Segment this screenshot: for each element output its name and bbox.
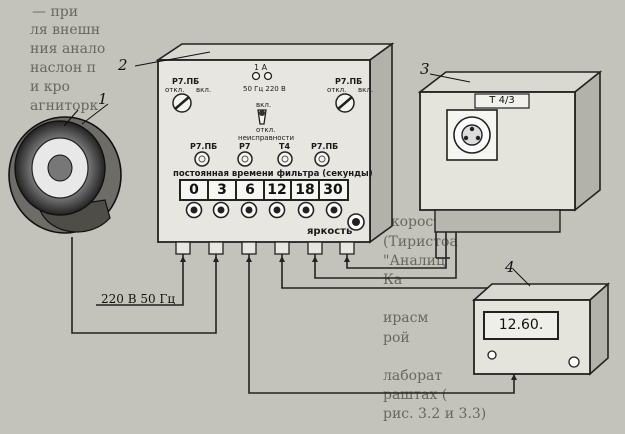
bg-text-line: лаборат [383,368,443,384]
left-switch-on-label: вкл. [196,86,212,94]
bg-text-line: ля внешн [30,22,101,38]
right-switch-off-label: откл. [327,86,347,94]
mains-label: 50 Гц 220 В [243,85,286,93]
sensor-device [8,109,122,234]
sensor-cable [71,237,217,334]
cables [71,232,575,394]
bg-text-line: рис. 3.2 и 3.3) [383,406,487,422]
bg-text-line: наслон п [30,60,96,76]
filter-button-12[interactable] [268,201,286,219]
bg-text-line: (Тиристоа [383,234,458,250]
bg-text-line: и кро [30,79,70,95]
callout-1: 1 [98,90,108,108]
callout-leaders [81,51,531,287]
power-cable [96,254,184,306]
bg-text-line: ния анало [30,41,106,57]
bg-text-line: скорост [383,214,441,230]
fault-switch-off-label: откл. [256,126,276,134]
connection-arrows [180,256,517,380]
connector-6 [339,241,355,255]
filter-value-cell: 12 [264,181,292,200]
filter-value-cell: 3 [209,181,237,200]
fuse-holder-left [251,71,261,81]
recorder-device [417,70,603,233]
filter-title: постоянная времени фильтра (секунды) [173,169,373,179]
callout-3: 3 [420,60,430,78]
indicator-label-4: Р7.ПБ [311,142,339,151]
filter-button-30[interactable] [325,201,343,219]
display-readout: 12.60. [483,311,559,340]
filter-value-cell: 6 [237,181,265,200]
filter-value-cell: 18 [292,181,320,200]
left-rotary-switch[interactable] [172,93,192,113]
fault-toggle-switch[interactable] [257,109,267,125]
fuse-label: 1 А [254,63,268,72]
bg-text-line: ирасм [383,310,429,326]
bg-text-line: раштах ( [383,387,448,403]
bg-text-line: "Аналиц [383,253,445,269]
bg-text-line: рой [383,330,410,346]
left-switch-off-label: откл. [165,86,185,94]
connector-1 [175,241,191,255]
recorder-label: Т 4/3 [489,95,515,106]
filter-button-3[interactable] [212,201,230,219]
device3-cable-a [314,232,457,279]
callout-4: 4 [505,258,515,276]
connector-3 [241,241,257,255]
indicator-label-3: Т4 [279,142,291,151]
brightness-label: яркость [307,226,353,237]
brightness-knob[interactable] [347,213,365,231]
right-switch-name: Р7.ПБ [335,77,363,86]
connector-5 [307,241,323,255]
filter-value-cell: 0 [181,181,209,200]
filter-button-6[interactable] [240,201,258,219]
indicator-lamp-2 [237,151,253,167]
filter-button-0[interactable] [185,201,203,219]
indicator-label-2: Р7 [239,142,251,151]
connector-4 [274,241,290,255]
indicator-label-1: Р7.ПБ [190,142,218,151]
fuse-holder-right [263,71,273,81]
indicator-cable-a [248,254,515,394]
filter-button-18[interactable] [297,201,315,219]
fault-switch-on-label: вкл. [256,101,272,109]
bg-text-line: агниторк [30,98,99,114]
right-switch-on-label: вкл. [358,86,374,94]
callout-2: 2 [118,56,128,74]
bg-text-line: Ка [383,272,403,288]
indicator-lamp-3 [277,151,293,167]
filter-value-cell: 30 [323,182,343,198]
supply-label: 220 В 50 Гц [101,292,176,306]
fault-switch-fault-label: неисправности [238,134,295,142]
indicator-lamp-1 [194,151,210,167]
connector-2 [208,241,224,255]
bg-text-line: — при [32,4,79,20]
left-switch-name: Р7.ПБ [172,77,200,86]
right-rotary-switch[interactable] [335,93,355,113]
indicator-lamp-4 [314,151,330,167]
